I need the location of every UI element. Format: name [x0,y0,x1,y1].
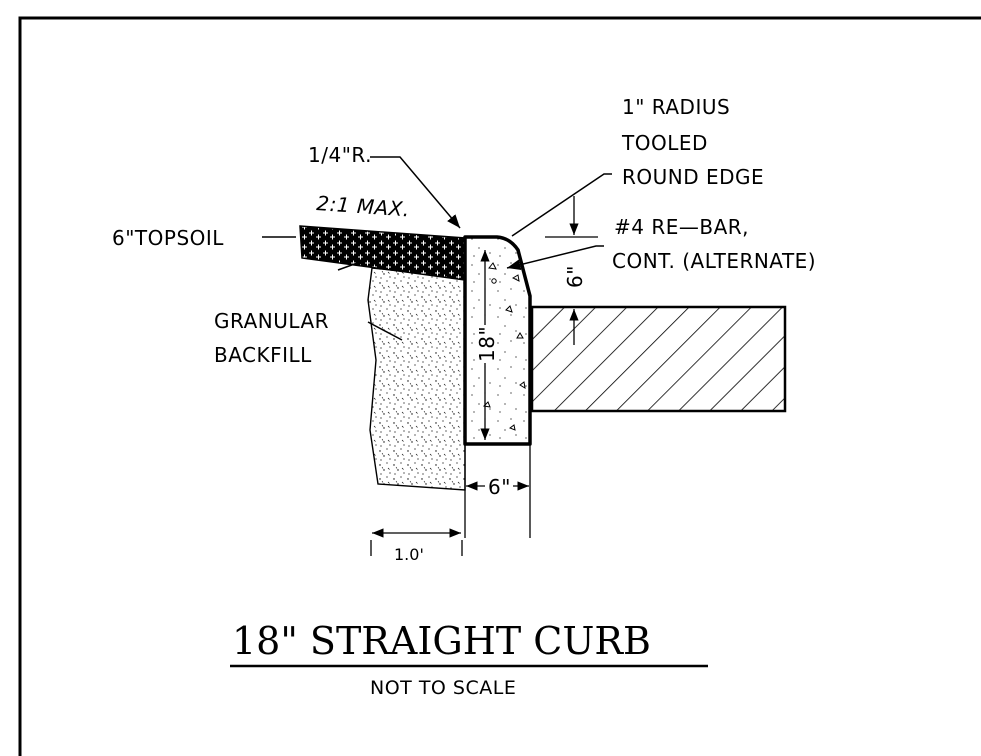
height-dimension-text: 18" [475,326,499,362]
pavement-section [530,305,787,413]
drawing-border [18,16,981,756]
drawing-subtitle: NOT TO SCALE [370,677,516,699]
radius-edge-leader [511,173,612,237]
quarter-radius-leader [370,156,461,229]
radius-label-line3: ROUND EDGE [622,165,764,189]
radius-label-line1: 1" RADIUS [622,95,730,119]
backfill-label-line2: BACKFILL [214,343,312,367]
rebar-label-line1: #4 RE—BAR, [614,215,749,239]
backfill-label-line1: GRANULAR [214,309,329,333]
radius-label-line2: TOOLED [621,131,708,155]
topsoil-label: 6"TOPSOIL [112,226,224,250]
height-dimension-mask [476,325,496,363]
offset-dimension-text: 1.0' [394,545,424,564]
quarter-radius-label: 1/4"R. [308,143,372,167]
rebar-label-line2: CONT. (ALTERNATE) [612,249,816,273]
slope-label: 2:1 MAX. [316,191,411,221]
width-dimension-text: 6" [488,475,511,499]
slope-leader [337,261,361,271]
drawing-title: 18" STRAIGHT CURB [232,619,651,663]
granular-backfill [367,267,466,491]
rebar-leader [506,245,604,271]
width-dimension-mask [485,476,513,496]
backfill-leader [367,321,403,341]
reveal-dimension-text: 6" [563,265,587,288]
